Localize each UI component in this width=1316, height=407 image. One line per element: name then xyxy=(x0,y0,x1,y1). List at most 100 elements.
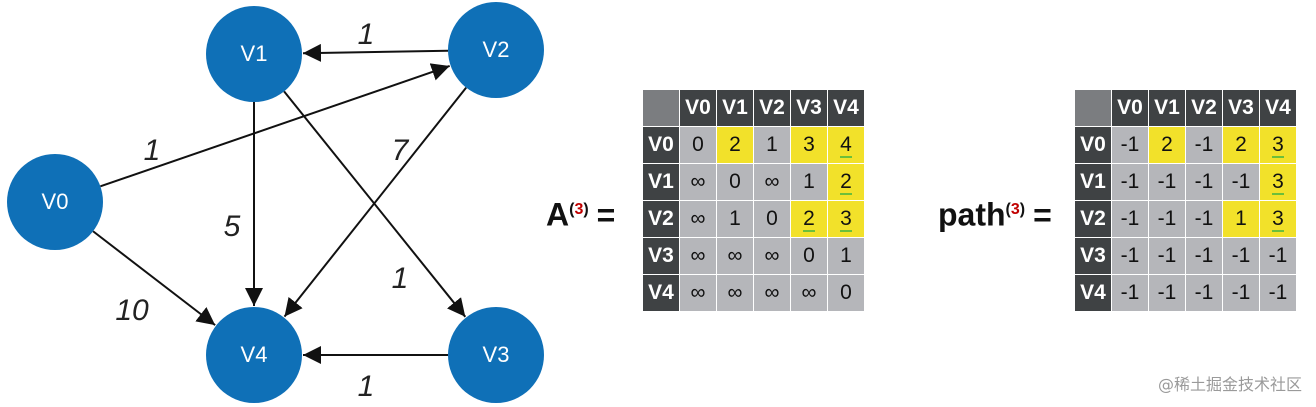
column-header-v3: V3 xyxy=(790,89,828,127)
matrix-cell-value: -1 xyxy=(1194,281,1214,304)
edge-v2-to-v1 xyxy=(302,43,449,62)
column-header-v1: V1 xyxy=(716,89,754,127)
matrix-cell: -1 xyxy=(1148,274,1186,312)
matrix-cell: ∞ xyxy=(790,274,828,312)
edge-weight-label: 10 xyxy=(115,294,149,327)
column-header-v1: V1 xyxy=(1148,89,1186,127)
matrix-cell-value: 3 xyxy=(1272,207,1284,232)
matrix-cell-value: ∞ xyxy=(690,281,706,304)
column-header-v0: V0 xyxy=(679,89,717,127)
matrix-cell: -1 xyxy=(1148,237,1186,275)
matrix-cell-value: 3 xyxy=(803,133,815,156)
node-v2 xyxy=(448,2,544,98)
edge-weight-label: 1 xyxy=(144,134,161,167)
matrix-cell: 0 xyxy=(827,274,865,312)
matrix-cell-value: ∞ xyxy=(764,281,780,304)
matrix-cell: 0 xyxy=(679,126,717,164)
matrix-cell: -1 xyxy=(1222,274,1260,312)
matrix-cell: -1 xyxy=(1259,237,1297,275)
matrix-corner-cell xyxy=(642,89,680,127)
matrix-cell-value: 0 xyxy=(803,244,815,267)
matrix-cell: -1 xyxy=(1185,126,1223,164)
row-header-v4: V4 xyxy=(1074,274,1112,312)
matrix-cell: 3 xyxy=(790,126,828,164)
matrix-cell-value: 0 xyxy=(840,281,852,304)
matrix-cell-value: -1 xyxy=(1194,170,1214,193)
column-header-v2: V2 xyxy=(1185,89,1223,127)
matrix-cell-value: -1 xyxy=(1194,244,1214,267)
matrix-cell: -1 xyxy=(1222,237,1260,275)
matrix-cell-value: ∞ xyxy=(801,281,817,304)
edge-weight-label: 5 xyxy=(224,210,241,243)
matrix-cell-value: 1 xyxy=(766,133,778,156)
matrix-cell: -1 xyxy=(1185,274,1223,312)
edge-weight-label: 1 xyxy=(392,262,409,295)
matrix-a-superscript: (3) xyxy=(569,201,589,218)
matrix-cell-value: -1 xyxy=(1120,244,1140,267)
node-v4-label: V4 xyxy=(241,342,268,367)
matrix-a-equation-label: A(3) = xyxy=(546,194,615,231)
matrix-cell-value: 2 xyxy=(1235,133,1247,156)
matrix-cell-value: -1 xyxy=(1194,207,1214,230)
watermark: @稀土掘金技术社区 xyxy=(1157,375,1302,394)
edge-v0-to-v4 xyxy=(92,230,216,326)
matrix-cell-value: 0 xyxy=(692,133,704,156)
matrix-cell: -1 xyxy=(1111,237,1149,275)
node-v3-label: V3 xyxy=(483,342,510,367)
matrix-cell-value: 3 xyxy=(1272,170,1284,195)
row-header-v1: V1 xyxy=(642,163,680,201)
matrix-cell: ∞ xyxy=(679,237,717,275)
matrix-cell: -1 xyxy=(1111,126,1149,164)
edge-v0-to-v2 xyxy=(100,63,451,188)
matrix-cell-value: 1 xyxy=(1235,207,1247,230)
edge-v1-to-v3 xyxy=(283,90,467,318)
row-header-v0: V0 xyxy=(1074,126,1112,164)
matrix-cell: 2 xyxy=(716,126,754,164)
edge-weight-label: 7 xyxy=(392,134,410,167)
matrix-cell: 3 xyxy=(1259,163,1297,201)
path-matrix-superscript: (3) xyxy=(1005,201,1026,218)
matrix-a-name: A xyxy=(546,196,570,233)
matrix-cell: 1 xyxy=(827,237,865,275)
matrix-cell: -1 xyxy=(1111,200,1149,238)
matrix-cell: 2 xyxy=(1222,126,1260,164)
path-matrix-name: path xyxy=(938,196,1006,233)
matrix-cell-value: 2 xyxy=(803,207,815,232)
matrix-cell-value: -1 xyxy=(1231,281,1251,304)
column-header-v4: V4 xyxy=(1259,89,1297,127)
node-v0 xyxy=(7,154,103,250)
row-header-v2: V2 xyxy=(642,200,680,238)
matrix-cell-value: ∞ xyxy=(727,281,743,304)
matrix-cell: 2 xyxy=(790,200,828,238)
matrix-a-equals: = xyxy=(596,196,616,233)
matrix-cell: 3 xyxy=(1259,200,1297,238)
matrix-cell: 2 xyxy=(1148,126,1186,164)
edge-weight-label: 1 xyxy=(358,370,375,403)
matrix-cell-value: -1 xyxy=(1231,170,1251,193)
matrix-cell-value: 2 xyxy=(1161,133,1173,156)
matrix-cell: -1 xyxy=(1185,200,1223,238)
matrix-cell-value: -1 xyxy=(1120,133,1140,156)
matrix-cell: -1 xyxy=(1111,163,1149,201)
matrix-cell: -1 xyxy=(1222,163,1260,201)
column-header-v0: V0 xyxy=(1111,89,1149,127)
matrix-cell-value: ∞ xyxy=(727,244,743,267)
matrix-cell-value: 2 xyxy=(840,170,852,195)
row-header-v3: V3 xyxy=(1074,237,1112,275)
matrix-cell-value: ∞ xyxy=(690,170,706,193)
matrix-cell-value: -1 xyxy=(1157,244,1177,267)
matrix-cell: 3 xyxy=(827,200,865,238)
node-v0-label: V0 xyxy=(42,189,69,214)
matrix-cell-value: -1 xyxy=(1120,207,1140,230)
matrix-row: V3-1-1-1-1-1 xyxy=(1074,237,1297,275)
